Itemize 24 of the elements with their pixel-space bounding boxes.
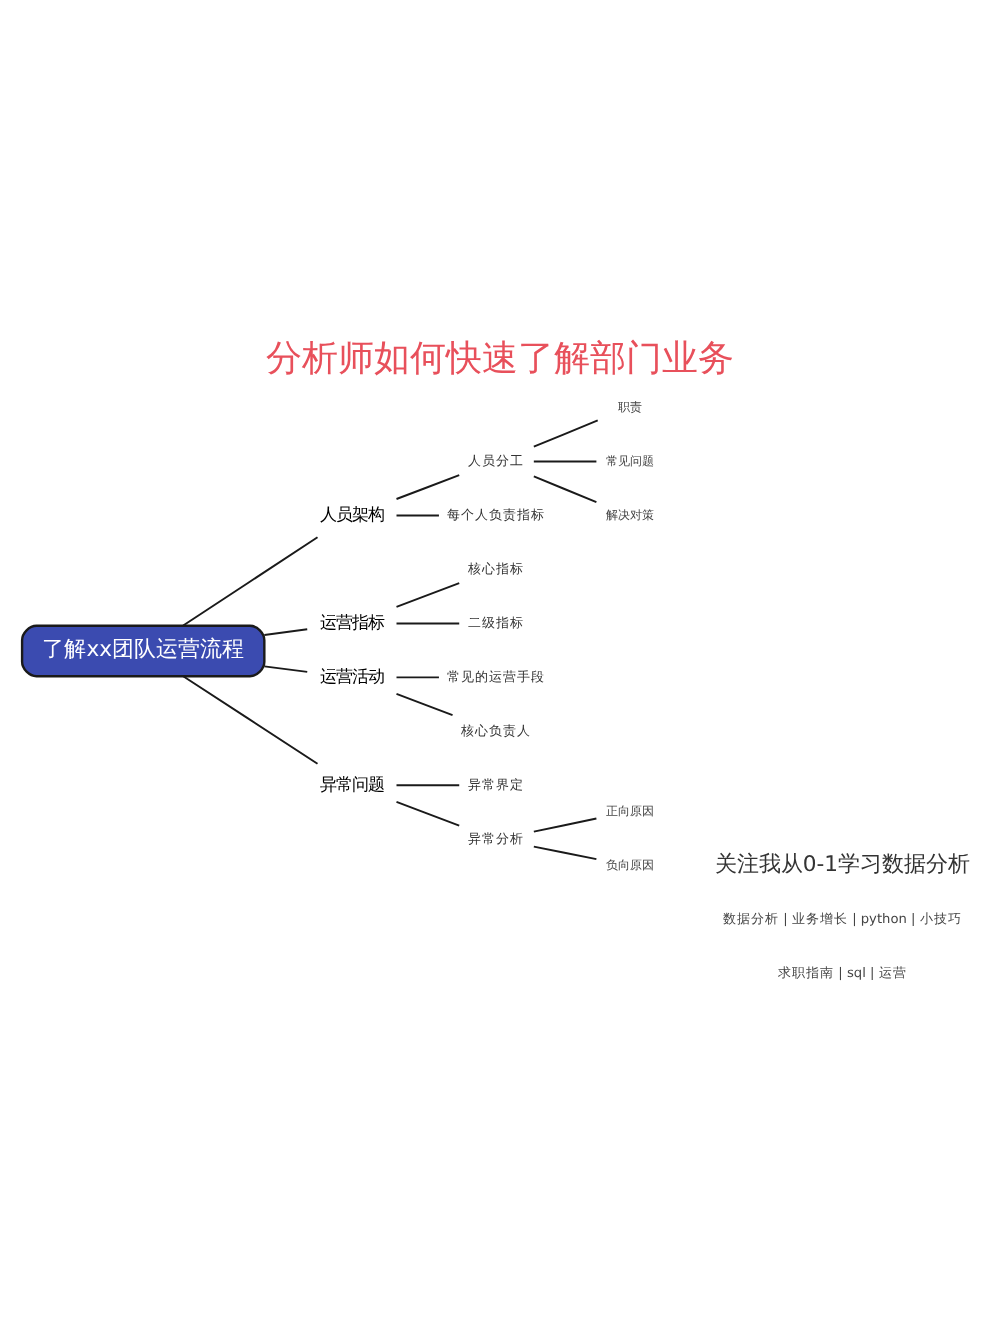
connector: [395, 784, 461, 787]
node-text: 运营指标: [319, 611, 384, 632]
connector: [395, 582, 461, 608]
connector: [532, 460, 598, 463]
node-text: 人员架构: [319, 503, 384, 524]
connector: [532, 817, 598, 833]
node-box: 了解xx团队运营流程: [20, 624, 266, 678]
connector: [263, 665, 309, 673]
label: 关注我从0-1学习数据分析: [714, 850, 970, 877]
connector: [532, 845, 598, 861]
connector: [395, 622, 461, 625]
node-text: 异常问题: [319, 773, 384, 794]
connector: [395, 676, 440, 679]
connector: [263, 628, 309, 636]
connector: [532, 419, 599, 448]
connector: [395, 514, 440, 517]
connector: [182, 536, 319, 627]
connector: [532, 475, 598, 504]
node-text: 运营活动: [319, 665, 384, 686]
connector: [395, 692, 454, 717]
connector: [182, 675, 319, 765]
diagram-title: 分析师如何快速了解部门业务: [266, 338, 734, 381]
connector: [395, 474, 461, 500]
connector: [395, 800, 461, 827]
